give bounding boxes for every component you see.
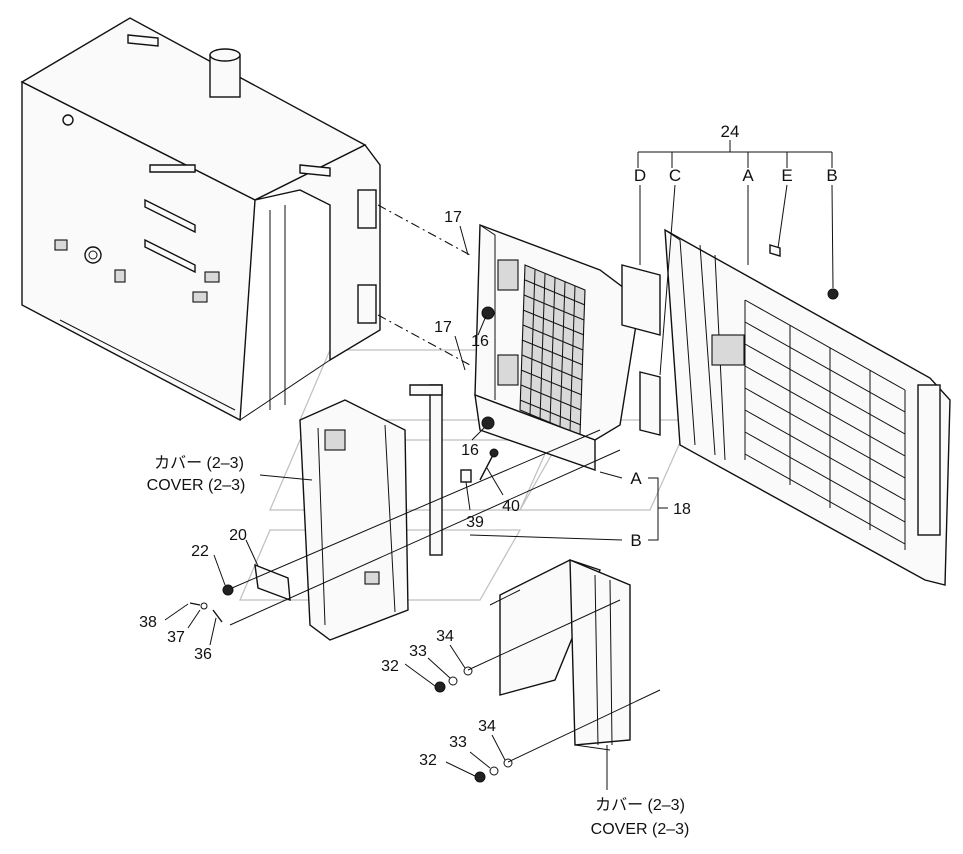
- nut-39-shape: [460, 469, 472, 483]
- cover-callout-bottom-jp: カバー (2–3): [595, 797, 685, 814]
- center-grille-panel: [474, 224, 641, 471]
- leader-lines: [164, 140, 834, 790]
- label-33-lower: 33: [449, 734, 467, 751]
- label-16-upper: 16: [471, 333, 489, 350]
- label-37: 37: [167, 629, 185, 646]
- label-34-lower: 34: [478, 718, 496, 735]
- guide-line-lower: [377, 314, 471, 366]
- label-32-upper: 32: [381, 658, 399, 675]
- washer-nut-set-lower: [474, 758, 513, 783]
- label-17-upper: 17: [444, 209, 462, 226]
- label-plate-d: [621, 264, 661, 336]
- guide-line-frame-b: [507, 689, 661, 763]
- label-18: 18: [673, 501, 691, 518]
- label-39: 39: [466, 514, 484, 531]
- label-38: 38: [139, 614, 157, 631]
- label-22: 22: [191, 543, 209, 560]
- label-e: E: [781, 166, 792, 185]
- washer-nut-set-upper: [434, 666, 473, 693]
- radiator-tank-assembly: [20, 17, 381, 422]
- guide-line-bracket: [231, 429, 601, 589]
- left-side-cover: [299, 384, 443, 641]
- bolt-40-shape: [479, 454, 494, 481]
- guide-line-frame-a: [467, 599, 621, 671]
- label-b-top: B: [826, 166, 837, 185]
- label-24: 24: [721, 122, 740, 141]
- right-louvered-door: [664, 228, 951, 586]
- label-a-top: A: [742, 166, 754, 185]
- label-36: 36: [194, 646, 212, 663]
- cover-callout-bottom-en: COVER (2–3): [591, 821, 690, 838]
- label-40: 40: [502, 498, 520, 515]
- label-d: D: [634, 166, 646, 185]
- label-33-upper: 33: [409, 643, 427, 660]
- bracket-20: [189, 563, 291, 623]
- label-c: C: [669, 166, 681, 185]
- lower-frame-bracket: [489, 558, 631, 751]
- label-17-lower: 17: [434, 319, 452, 336]
- guide-line-upper: [377, 204, 471, 256]
- label-a-mid: A: [630, 469, 642, 488]
- part-labels: 24 D C A E B 17 17 16 16 A B 18 39 40 カバ…: [139, 122, 838, 838]
- cover-callout-left-jp: カバー (2–3): [154, 455, 244, 472]
- label-34-upper: 34: [436, 628, 454, 645]
- guide-line-bracket-2: [229, 449, 621, 626]
- label-32-lower: 32: [419, 752, 437, 769]
- label-20: 20: [229, 527, 247, 544]
- label-16-lower: 16: [461, 442, 479, 459]
- label-plate-c: [639, 371, 661, 436]
- cover-callout-left-en: COVER (2–3): [147, 477, 246, 494]
- label-b-mid: B: [630, 531, 641, 550]
